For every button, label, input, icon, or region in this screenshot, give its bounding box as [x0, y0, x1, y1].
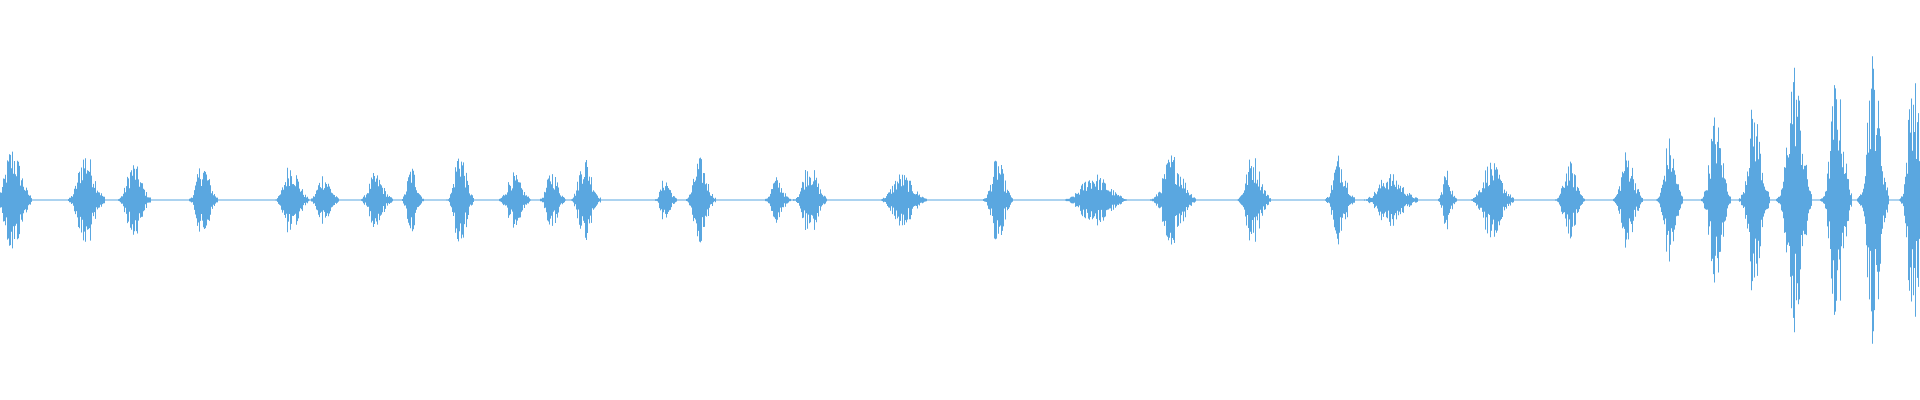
waveform-bars	[0, 56, 1920, 344]
